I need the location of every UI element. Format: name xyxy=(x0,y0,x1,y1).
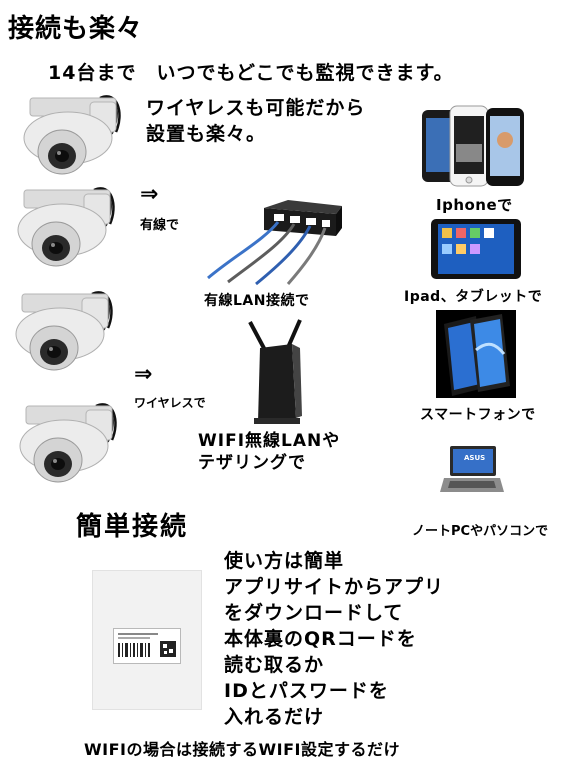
lan-hub xyxy=(204,196,344,286)
iphone-image xyxy=(420,104,528,188)
wifi-router xyxy=(244,318,310,426)
wifi-router-icon xyxy=(248,319,302,424)
laptop-image: ASUS xyxy=(440,444,504,498)
wireless-note-line1: ワイヤレスも可能だから xyxy=(146,97,366,119)
instruction-line-3: をダウンロードして xyxy=(224,602,404,624)
page-subtitle: 14台まで いつでもどこでも監視できます。 xyxy=(48,62,454,84)
camera-icon xyxy=(19,403,117,483)
wifi-label: WIFI無線LANや テザリングで xyxy=(198,430,340,474)
smartphone-image xyxy=(436,310,516,398)
wired-arrow: ⇒ xyxy=(140,182,159,207)
wifi-label-line1: WIFI無線LANや xyxy=(198,431,341,451)
camera-1 xyxy=(20,88,128,184)
wired-label: 有線で xyxy=(140,218,180,233)
wireless-note: ワイヤレスも可能だから 設置も楽々。 xyxy=(146,95,365,147)
camera-icon xyxy=(23,95,121,175)
ipad-label: Ipad、タブレットで xyxy=(404,289,543,305)
instruction-line-2: アプリサイトからアプリ xyxy=(224,576,445,598)
lan-hub-icon xyxy=(207,200,342,286)
wifi-label-line2: テザリングで xyxy=(198,453,306,473)
camera-2 xyxy=(14,180,122,276)
instruction-line-1: 使い方は簡単 xyxy=(224,550,345,572)
qr-card-icon xyxy=(113,628,181,664)
instruction-line-5: 読む取るか xyxy=(224,654,325,676)
iphone-label: Iphoneで xyxy=(436,196,513,214)
barcode-icon xyxy=(118,633,176,657)
laptop-label: ノートPCやパソコンで xyxy=(412,524,549,539)
instruction-line-6: IDとパスワードを xyxy=(224,680,389,702)
tablet-icon xyxy=(431,219,521,279)
wireless-label: ワイヤレスで xyxy=(134,396,206,410)
instructions: 使い方は簡単 アプリサイトからアプリ をダウンロードして 本体裏のQRコードを … xyxy=(224,548,444,730)
laptop-brand: ASUS xyxy=(464,454,486,462)
smartphone-icon xyxy=(436,310,516,398)
camera-4 xyxy=(16,396,124,492)
qr-card xyxy=(92,570,202,710)
laptop-icon xyxy=(440,446,504,492)
lan-label: 有線LAN接続で xyxy=(204,293,310,309)
camera-icon xyxy=(15,291,113,371)
ipad-image xyxy=(430,218,522,282)
simple-connect-title: 簡単接続 xyxy=(76,512,189,542)
page-title: 接続も楽々 xyxy=(8,14,144,44)
iphone-icon xyxy=(422,105,524,187)
smartphone-label: スマートフォンで xyxy=(420,407,536,423)
wireless-arrow: ⇒ xyxy=(134,362,153,387)
instruction-line-4: 本体裏のQRコードを xyxy=(224,628,417,650)
footer-note: WIFIの場合は接続するWIFI設定するだけ xyxy=(84,740,400,759)
instruction-line-7: 入れるだけ xyxy=(224,706,325,728)
camera-3 xyxy=(12,284,120,380)
wireless-note-line2: 設置も楽々。 xyxy=(146,123,267,145)
camera-icon xyxy=(17,187,115,267)
